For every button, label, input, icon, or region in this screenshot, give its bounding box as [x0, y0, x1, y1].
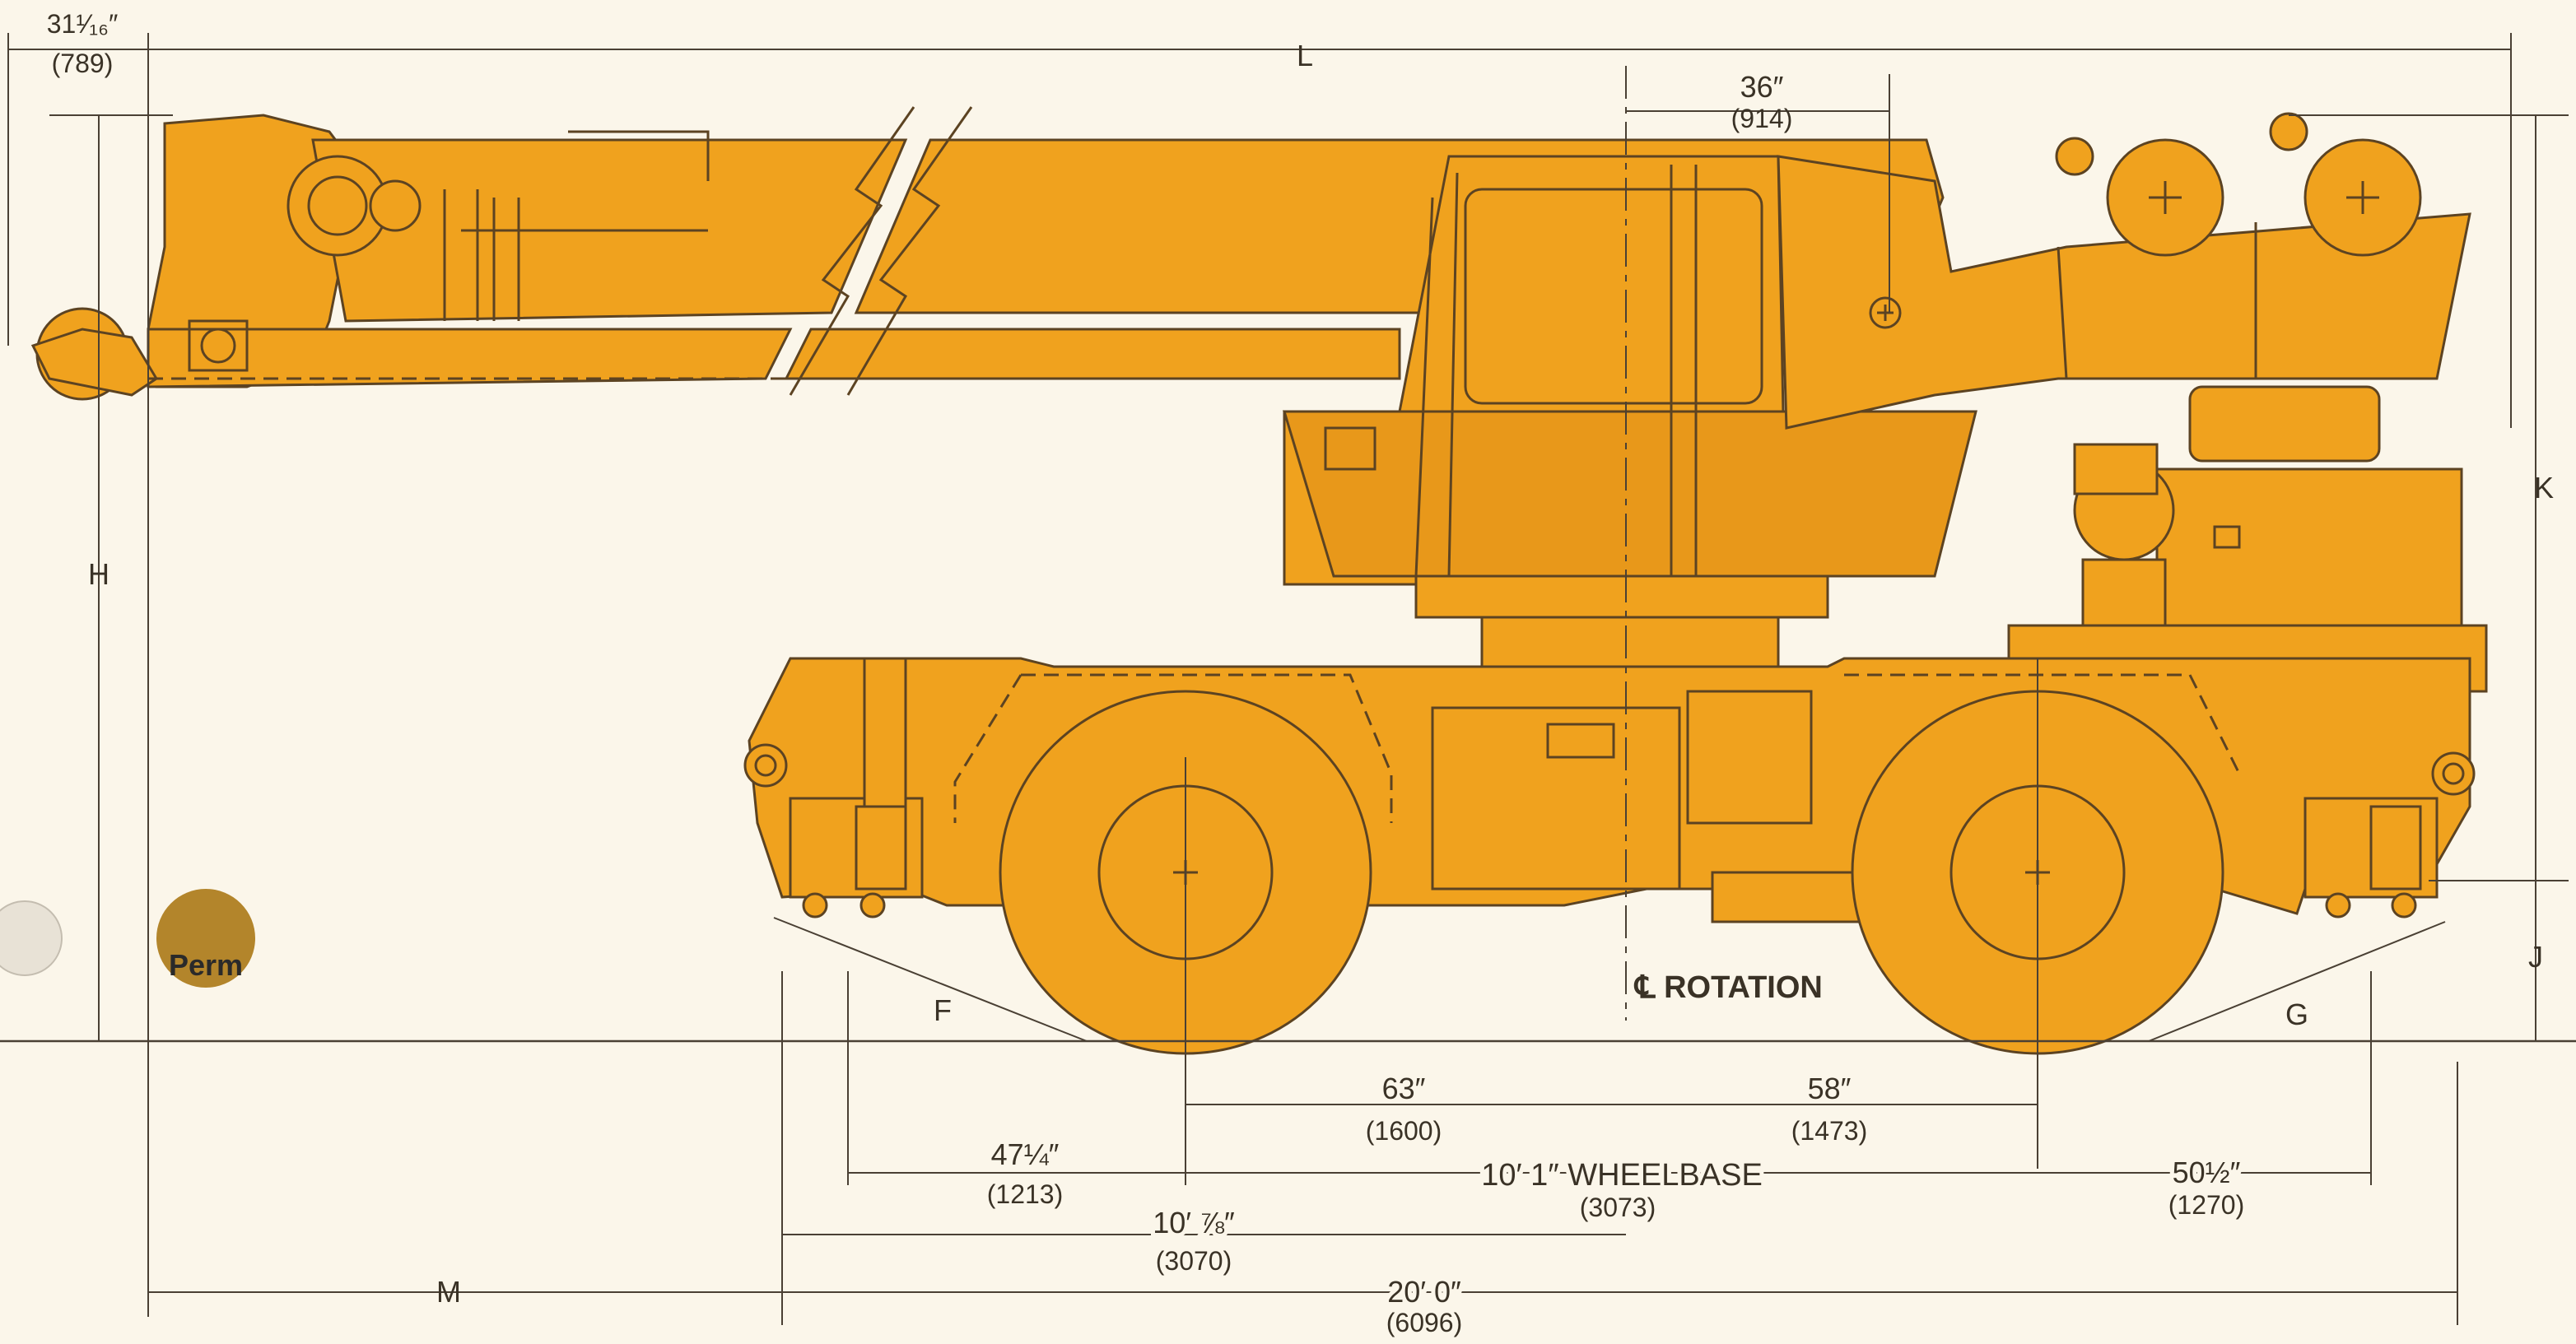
front-overhang-imperial: 47¼″: [991, 1137, 1060, 1171]
front-to-rotation-imperial: 63″: [1382, 1072, 1426, 1105]
label-K: K: [2534, 471, 2554, 505]
overall-length-metric: (6096): [1386, 1308, 1463, 1337]
rotation-to-rear-metric: (1473): [1791, 1116, 1868, 1146]
rear-overhang-imperial: 50½″: [2173, 1156, 2241, 1189]
wheelbase-metric: (3073): [1580, 1193, 1656, 1222]
overall-length-imperial: 20′ 0″: [1387, 1275, 1461, 1309]
wheelbase-imperial: 10′ 1″ WHEELBASE: [1481, 1158, 1763, 1193]
tip-offset-metric: (789): [52, 49, 114, 78]
label-F: F: [934, 993, 952, 1027]
tip-offset-imperial: 31¹⁄₁₆″: [47, 9, 119, 39]
rear-overhang-metric: (1270): [2168, 1190, 2245, 1220]
front-to-rotation-metric: (1600): [1366, 1116, 1442, 1146]
label-J: J: [2528, 940, 2543, 974]
sticker-text: Perm: [169, 948, 243, 982]
cab-offset-metric: (914): [1731, 104, 1793, 133]
sticker: Perm: [156, 889, 255, 988]
label-L: L: [1297, 39, 1313, 72]
front-to-center-metric: (3070): [1156, 1246, 1232, 1276]
cab-offset-imperial: 36″: [1740, 70, 1784, 104]
label-H: H: [88, 557, 109, 591]
rotation-label: ℄ ROTATION: [1633, 970, 1823, 1005]
boom-mount: [1777, 112, 2471, 430]
front-overhang-metric: (1213): [987, 1179, 1064, 1209]
engine-housing: [2007, 385, 2488, 693]
front-to-center-imperial: 10′ ⅞″: [1153, 1206, 1235, 1239]
edge-circle: [0, 900, 63, 976]
label-M: M: [436, 1275, 461, 1309]
label-G: G: [2285, 998, 2308, 1031]
rotation-to-rear-imperial: 58″: [1808, 1072, 1852, 1105]
